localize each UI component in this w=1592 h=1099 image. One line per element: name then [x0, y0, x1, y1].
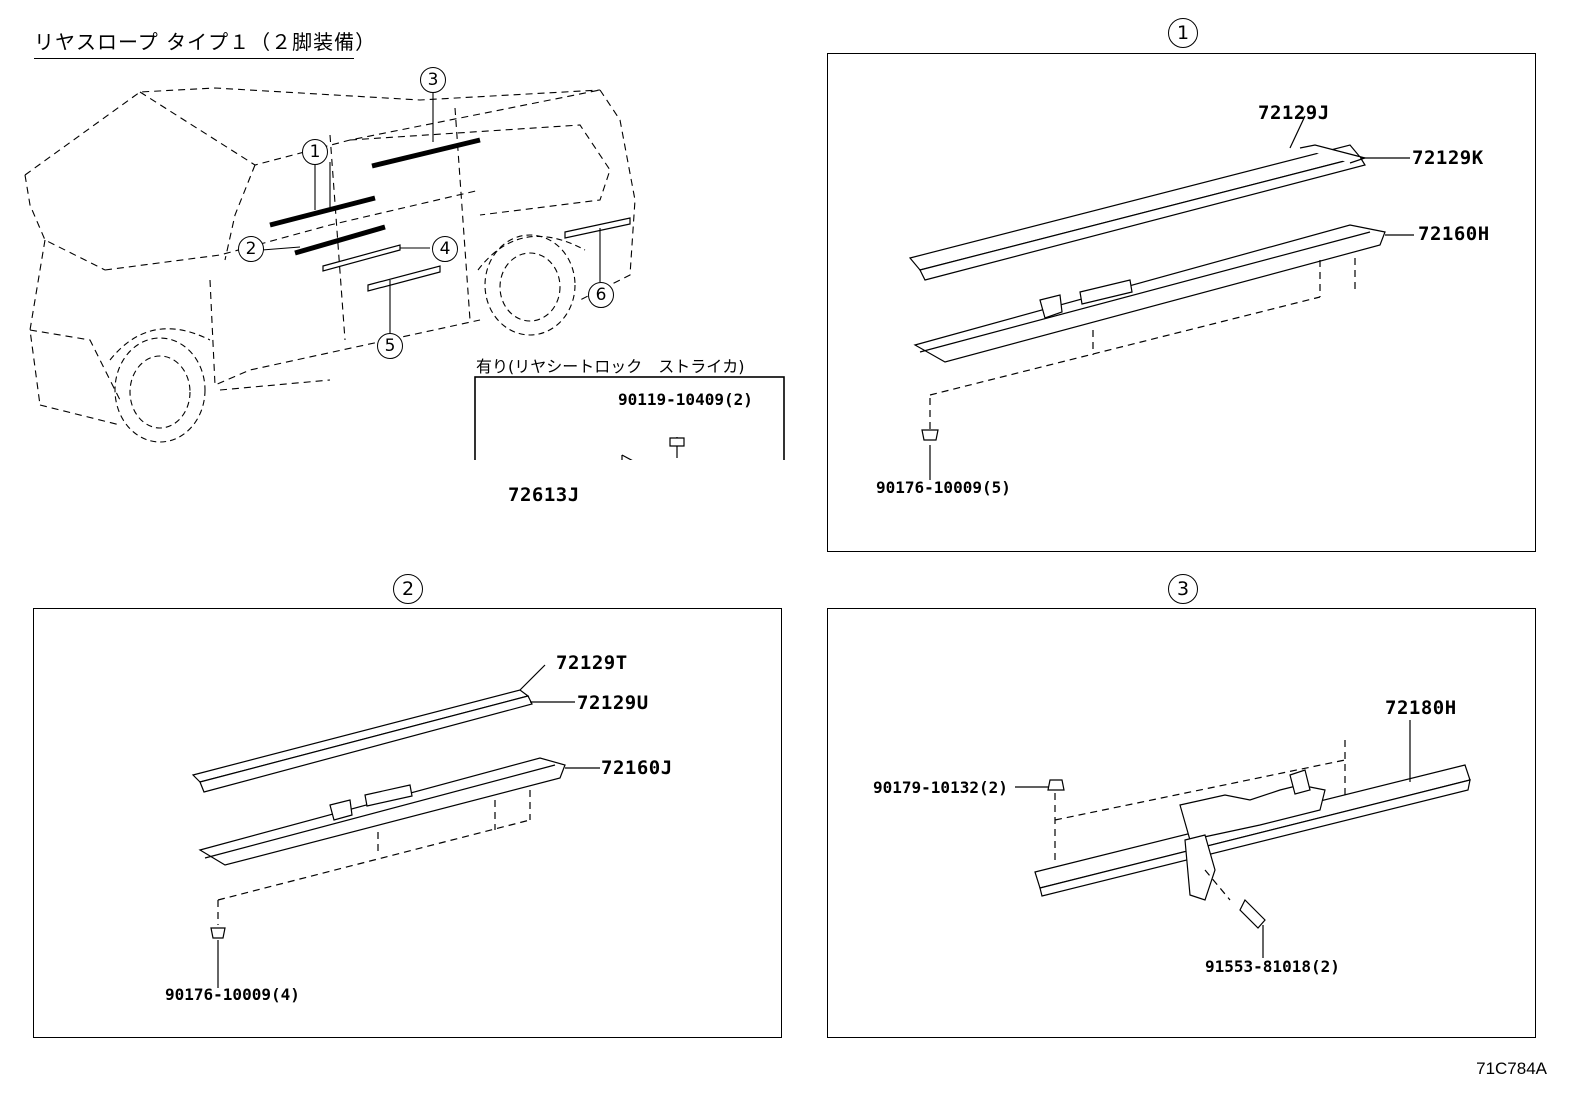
part-72129K[interactable]: 72129K — [1412, 147, 1484, 169]
part-90119-10409[interactable]: 90119-10409(2) — [618, 390, 753, 409]
callout-2[interactable]: 2 — [238, 236, 264, 262]
diagram-code: 71C784A — [1476, 1059, 1547, 1078]
diagram-title: リヤスロープ タイプ１（２脚装備） — [34, 26, 375, 59]
part-90176-10009-5[interactable]: 90176-10009(5) — [876, 478, 1011, 497]
panel-3 — [827, 608, 1536, 1038]
part-72129T[interactable]: 72129T — [556, 652, 628, 674]
part-90179-10132[interactable]: 90179-10132(2) — [873, 778, 1008, 797]
part-72160H[interactable]: 72160H — [1418, 223, 1490, 245]
sub-panel-caption: 有り(リヤシートロック ストライカ) — [476, 357, 745, 376]
part-91553-81018[interactable]: 91553-81018(2) — [1205, 957, 1340, 976]
vehicle-overview-illustration — [24, 87, 785, 460]
callout-5[interactable]: 5 — [377, 333, 403, 359]
callout-4[interactable]: 4 — [432, 236, 458, 262]
callout-3[interactable]: 3 — [420, 67, 446, 93]
part-90176-10009-4[interactable]: 90176-10009(4) — [165, 985, 300, 1004]
part-72160J[interactable]: 72160J — [601, 757, 673, 779]
rail-1-shape — [269, 195, 376, 228]
callout-1[interactable]: 1 — [302, 139, 328, 165]
panel-1-label: 1 — [1168, 18, 1198, 48]
panel-2-label: 2 — [393, 574, 423, 604]
rail-2-shape — [294, 224, 386, 256]
part-72129U[interactable]: 72129U — [577, 692, 649, 714]
callout-6[interactable]: 6 — [588, 282, 614, 308]
panel-3-label: 3 — [1168, 574, 1198, 604]
part-72180H[interactable]: 72180H — [1385, 697, 1457, 719]
part-72613J[interactable]: 72613J — [508, 484, 580, 506]
part-72129J[interactable]: 72129J — [1258, 102, 1330, 124]
panel-2 — [33, 608, 782, 1038]
upper-rail-shape — [371, 137, 481, 169]
